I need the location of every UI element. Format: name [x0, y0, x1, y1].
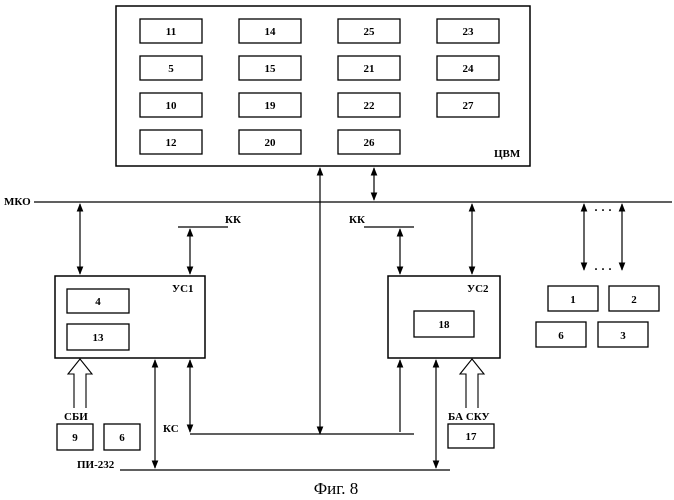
cvm-block-label: 24 [463, 63, 475, 75]
figure-caption: Фиг. 8 [314, 479, 359, 498]
ba-sku-label: БА СКУ [448, 411, 490, 423]
cvm-block-label: 12 [166, 137, 178, 149]
us2-block-label: 18 [439, 319, 451, 331]
cvm-block-label: 14 [265, 26, 277, 38]
cvm-block-label: 26 [364, 137, 376, 149]
cvm-block-label: 10 [166, 100, 178, 112]
us1-label: УС1 [172, 283, 194, 295]
left-small-block-label: 9 [72, 432, 78, 444]
cvm-label: ЦВМ [494, 148, 521, 160]
cvm-block-label: 23 [463, 26, 475, 38]
device-block-label: 3 [620, 330, 626, 342]
ellipsis-bottom: · · · [594, 262, 612, 276]
cvm-block-label: 15 [265, 63, 277, 75]
mko-label: МКО [4, 196, 31, 208]
cvm-block-label: 27 [463, 100, 475, 112]
us1-block-label: 13 [93, 332, 105, 344]
device-block-label: 6 [558, 330, 564, 342]
cvm-block-label: 21 [364, 63, 375, 75]
ba-sku-block-label: 17 [466, 431, 478, 443]
us1-block-label: 4 [95, 296, 101, 308]
cvm-block-label: 19 [265, 100, 277, 112]
cvm-block-label: 11 [166, 26, 176, 38]
cvm-block-label: 22 [364, 100, 376, 112]
left-small-block-label: 6 [119, 432, 125, 444]
ks-label: КС [163, 423, 179, 435]
cvm-block-label: 5 [168, 63, 174, 75]
cvm-block-grid: 11 14 25 23 5 15 21 24 10 19 22 27 12 20… [140, 19, 499, 154]
kk-left-label: КК [225, 214, 241, 226]
cvm-block-label: 25 [364, 26, 376, 38]
kk-right-label: КК [349, 214, 365, 226]
pi232-label: ПИ-232 [77, 459, 115, 471]
ba-sku-input-arrow [460, 359, 484, 408]
ellipsis-top: · · · [594, 203, 612, 217]
device-block-label: 2 [631, 294, 637, 306]
sbi-label: СБИ [64, 411, 88, 423]
us2-label: УС2 [467, 283, 489, 295]
cvm-block-label: 20 [265, 137, 277, 149]
device-block-label: 1 [570, 294, 576, 306]
sbi-input-arrow [68, 359, 92, 408]
